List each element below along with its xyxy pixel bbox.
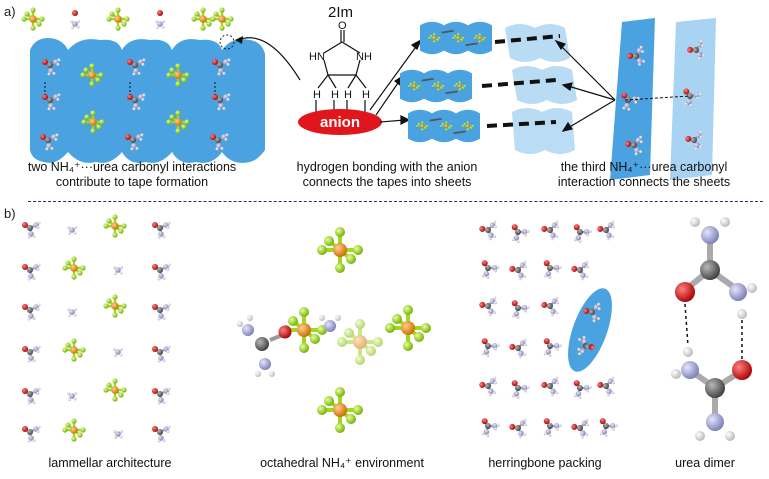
caption-octahedral: octahedral NH₄⁺ environment bbox=[260, 456, 424, 470]
arrows-to-sheet bbox=[554, 39, 616, 132]
caption-anion-line1: hydrogen bonding with the anion bbox=[296, 160, 478, 174]
herringbone-highlight bbox=[568, 288, 612, 372]
svg-text:HN: HN bbox=[309, 51, 325, 63]
ghost-tapes bbox=[505, 24, 577, 154]
arrow-to-molecule bbox=[237, 37, 301, 81]
caption-tape-line1: two NH₄⁺···urea carbonyl interactions bbox=[27, 160, 237, 174]
tape-band bbox=[30, 38, 265, 163]
caption-tape-formation: two NH₄⁺···urea carbonyl interactions co… bbox=[2, 160, 262, 190]
caption-lamellar: lammellar architecture bbox=[48, 456, 172, 470]
caption-anion-line2: connects the tapes into sheets bbox=[302, 175, 472, 189]
caption-sheet-line1: the third NH₄⁺···urea carbonyl bbox=[560, 160, 728, 174]
highlight-circle bbox=[219, 34, 235, 50]
svg-text:O: O bbox=[338, 20, 347, 32]
octahedral-environment bbox=[237, 225, 433, 435]
caption-urea-dimer: urea dimer bbox=[675, 456, 735, 470]
lamellar-lattice bbox=[21, 213, 172, 444]
panel-a-label: a) bbox=[4, 4, 16, 19]
sheet-band-light bbox=[670, 18, 716, 180]
panel-divider bbox=[28, 201, 763, 202]
panel-b-label: b) bbox=[4, 206, 16, 221]
anion-label: anion bbox=[320, 114, 360, 131]
caption-sheet-line2: interaction connects the sheets bbox=[557, 175, 731, 189]
tape-stack bbox=[400, 22, 492, 142]
anion-ellipse bbox=[298, 109, 382, 135]
anion-row-top bbox=[20, 6, 235, 32]
caption-sheet-connection: the third NH₄⁺···urea carbonyl interacti… bbox=[520, 160, 768, 190]
svg-text:H: H bbox=[313, 89, 321, 101]
svg-text:H: H bbox=[331, 89, 339, 101]
molecule-label: 2Im bbox=[328, 4, 353, 21]
svg-text:H: H bbox=[344, 89, 352, 101]
sheet-molecules bbox=[615, 38, 712, 159]
svg-text:H: H bbox=[362, 89, 370, 101]
caption-anion-bonding: hydrogen bonding with the anion connects… bbox=[272, 160, 502, 190]
sheet-connection-dashes bbox=[481, 34, 561, 128]
imidazolidinone-structure: O HN NH H H H H bbox=[309, 20, 372, 112]
caption-tape-line2: contribute to tape formation bbox=[55, 175, 209, 189]
svg-text:NH: NH bbox=[356, 51, 372, 63]
urea-dimer bbox=[671, 217, 757, 441]
caption-herringbone: herringbone packing bbox=[488, 456, 602, 470]
